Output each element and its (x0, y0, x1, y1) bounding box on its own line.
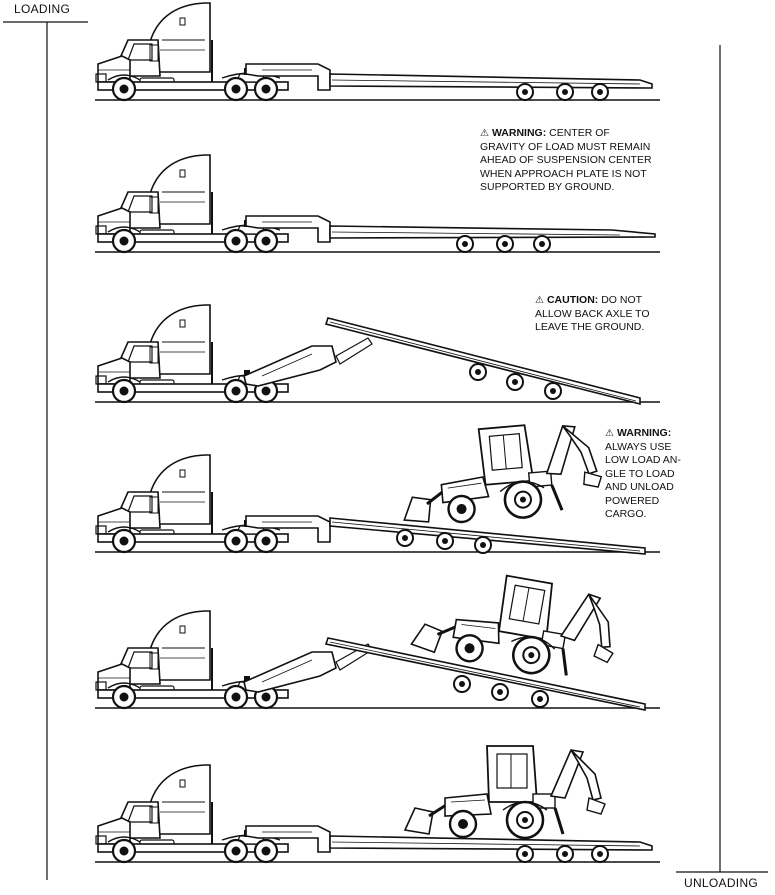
stage-4-loading-low-angle (95, 419, 660, 554)
note-heading: CAUTION: (547, 294, 598, 306)
stage-1-truck-coupled (95, 3, 660, 100)
warning-triangle-icon: ⚠ (480, 128, 489, 139)
backhoe-loader-icon (397, 419, 604, 528)
warning-note-center-of-gravity: ⚠WARNING: CENTER OF GRAVITY OF LOAD MUST… (480, 127, 652, 195)
warning-triangle-icon: ⚠ (605, 428, 614, 439)
note-heading: WARNING: (617, 427, 671, 439)
stage-5-loading-steep (95, 561, 660, 710)
warning-note-low-load-angle: ⚠WARNING: ALWAYS USE LOW LOAD AN- GLE TO… (605, 427, 681, 522)
unloading-label: UNLOADING (684, 876, 758, 890)
stage-6-loaded (95, 746, 660, 862)
loading-label: LOADING (14, 2, 70, 16)
caution-note-back-axle: ⚠CAUTION: DO NOT ALLOW BACK AXLE TO LEAV… (535, 294, 650, 335)
warning-triangle-icon: ⚠ (535, 295, 544, 306)
semi-truck-icon (96, 3, 288, 100)
note-heading: WARNING: (492, 127, 546, 139)
